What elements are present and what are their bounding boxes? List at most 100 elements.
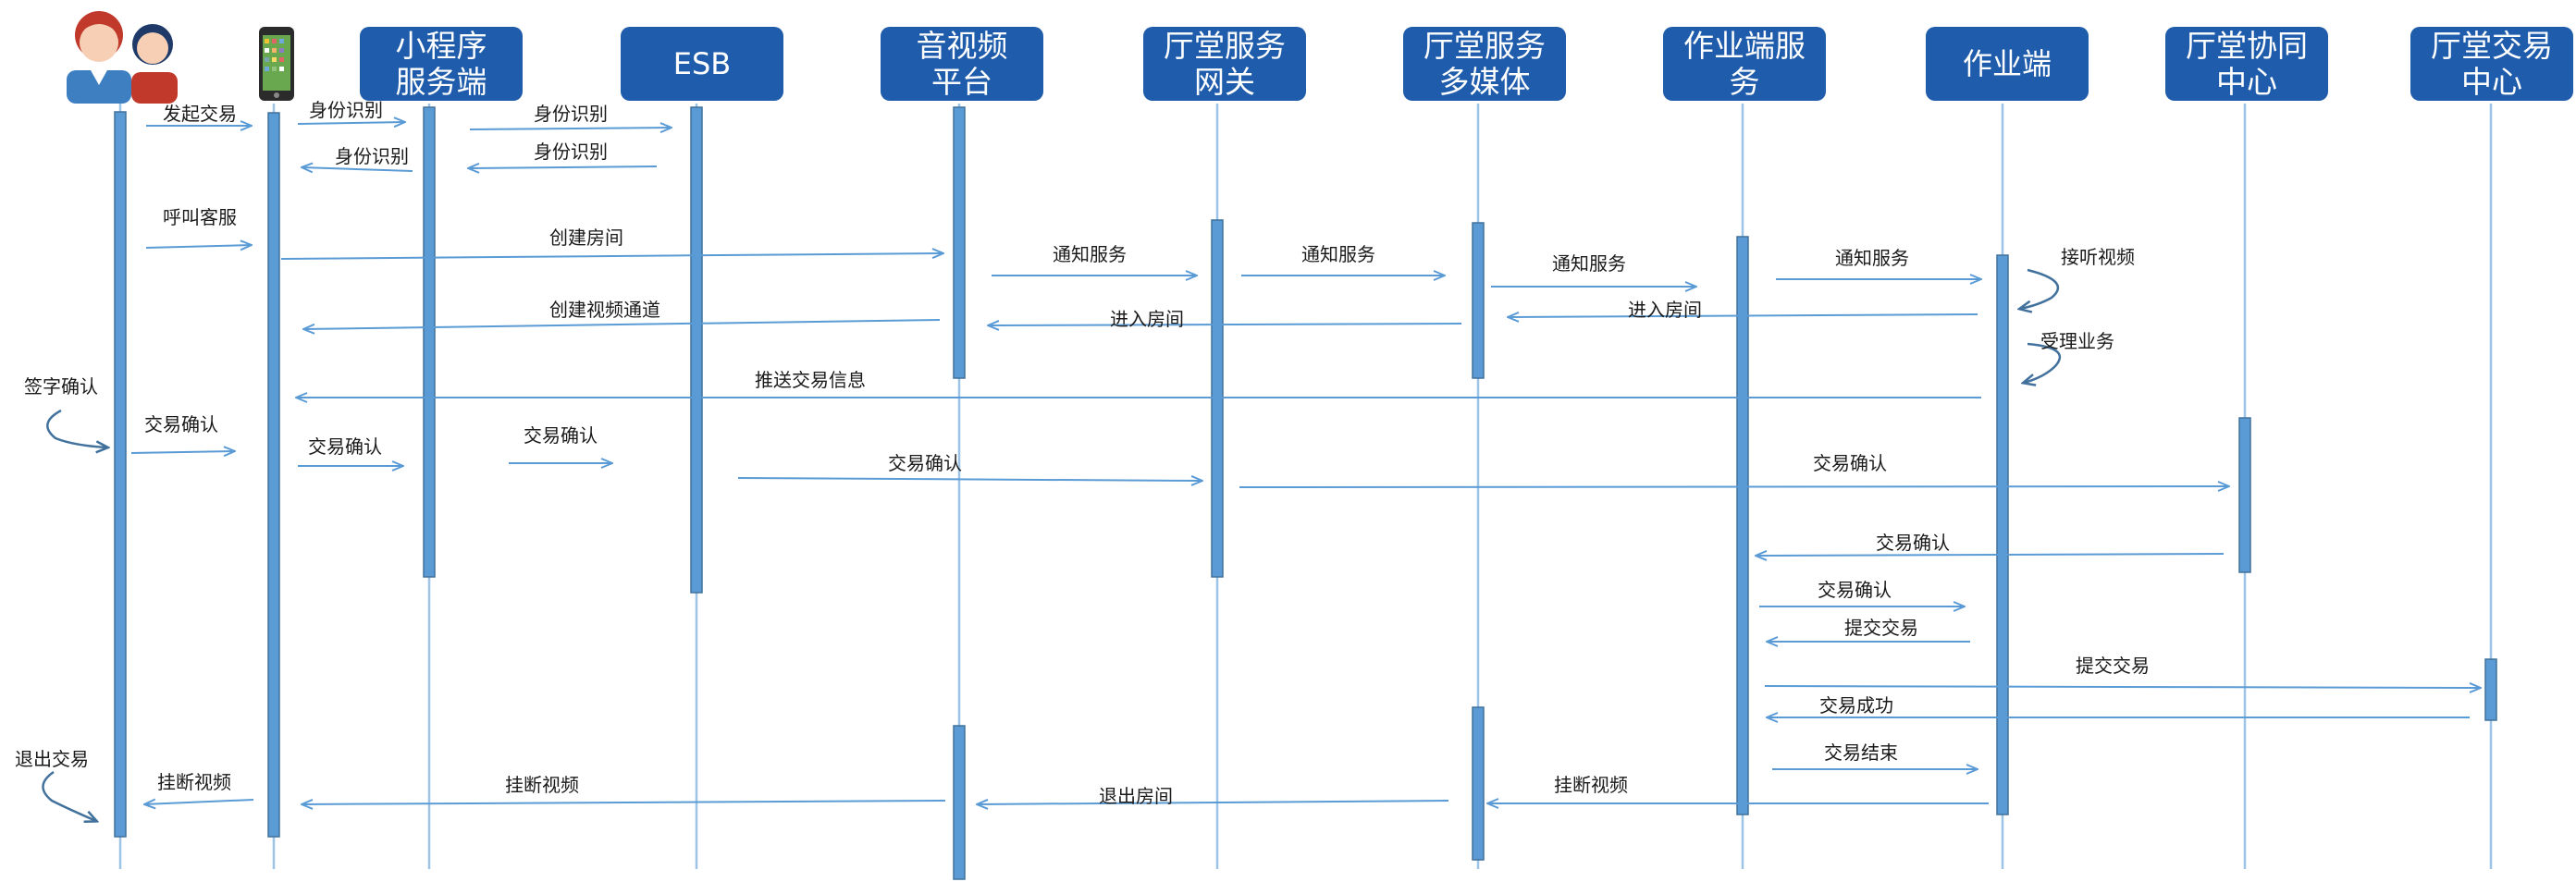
header-esb: ESB (673, 46, 731, 81)
message-label-27: 交易成功 (1819, 694, 1893, 717)
participant-esb: ESB (621, 27, 783, 101)
activation-mm-2 (1472, 706, 1485, 861)
self-message-arrow-17 (46, 409, 107, 447)
message-arrow-18 (130, 451, 235, 453)
header-trade-line2: 中心 (2461, 64, 2522, 100)
message-arrow-13 (988, 324, 1462, 325)
participant-op: 作业端 (1926, 27, 2089, 101)
header-opsvc-line2: 务 (1730, 64, 1760, 100)
participant-mm: 厅堂服务 多媒体 (1403, 27, 1566, 101)
message-label-14: 创建视频通道 (549, 299, 660, 321)
header-collab-line2: 中心 (2216, 64, 2277, 100)
message-label-33: 退出交易 (15, 748, 89, 770)
participant-trade: 厅堂交易 中心 (2410, 27, 2573, 101)
activation-miniprog (423, 106, 436, 578)
activation-collab (2238, 417, 2251, 573)
smartphone-icon (259, 27, 294, 101)
message-arrow-21 (737, 478, 1202, 481)
message-label-15: 受理业务 (2040, 330, 2114, 352)
activation-esb (690, 106, 703, 594)
message-label-7: 通知服务 (1053, 243, 1127, 265)
message-arrow-12 (1508, 314, 1978, 317)
header-mm-line1: 厅堂服务 (1424, 28, 1546, 64)
message-label-17: 签字确认 (24, 375, 98, 398)
participant-av: 音视频 平台 (881, 27, 1043, 101)
header-trade-line1: 厅堂交易 (2431, 28, 2553, 64)
message-label-26: 提交交易 (2076, 655, 2150, 677)
message-label-19: 交易确认 (308, 435, 382, 458)
message-label-20: 交易确认 (524, 424, 598, 447)
header-op: 作业端 (1963, 46, 2052, 81)
message-label-0: 发起交易 (163, 103, 237, 125)
message-arrow-26 (1764, 686, 2481, 688)
header-gw-line1: 厅堂服务 (1164, 28, 1286, 64)
messages: 发起交易身份识别身份识别身份识别身份识别呼叫客服创建房间通知服务通知服务通知服务… (15, 99, 2481, 821)
header-mm-line2: 多媒体 (1439, 64, 1531, 100)
message-label-30: 退出房间 (1099, 785, 1173, 807)
participant-user (67, 11, 178, 104)
activation-opsvc (1736, 236, 1749, 815)
message-arrow-4 (302, 167, 413, 171)
message-label-22: 交易确认 (1813, 452, 1887, 474)
message-arrow-30 (977, 801, 1449, 804)
message-label-12: 进入房间 (1628, 299, 1702, 321)
message-label-13: 进入房间 (1110, 308, 1184, 330)
message-label-10: 通知服务 (1835, 247, 1909, 269)
message-label-2: 身份识别 (534, 103, 608, 125)
self-message-arrow-33 (42, 770, 96, 821)
activation-av-2 (953, 725, 966, 880)
header-miniprog-line1: 小程序 (396, 28, 487, 64)
participant-phone (259, 27, 294, 101)
message-label-5: 呼叫客服 (163, 206, 237, 228)
message-label-16: 推送交易信息 (755, 369, 866, 391)
message-label-4: 身份识别 (335, 145, 409, 167)
activations (114, 106, 2497, 880)
message-arrow-23 (1756, 554, 2225, 556)
message-label-24: 交易确认 (1818, 579, 1892, 601)
participant-opsvc: 作业端服 务 (1663, 27, 1826, 101)
message-label-28: 交易结束 (1824, 741, 1898, 764)
message-arrow-32 (144, 800, 254, 804)
participant-miniprog: 小程序 服务端 (360, 27, 523, 101)
header-av-line1: 音视频 (917, 28, 1008, 64)
message-label-25: 提交交易 (1844, 617, 1918, 639)
header-miniprog-line2: 服务端 (396, 64, 487, 100)
message-arrow-6 (280, 253, 943, 260)
message-label-9: 通知服务 (1552, 252, 1626, 275)
message-arrow-2 (469, 128, 672, 129)
activation-mm-1 (1472, 222, 1485, 379)
activation-user (114, 111, 127, 838)
message-label-11: 接听视频 (2061, 246, 2135, 268)
message-label-1: 身份识别 (309, 99, 383, 121)
message-arrow-14 (303, 319, 941, 329)
message-label-8: 通知服务 (1301, 243, 1375, 265)
self-message-arrow-15 (2024, 342, 2062, 383)
header-av-line2: 平台 (931, 64, 992, 100)
activation-trade (2484, 658, 2497, 721)
message-label-18: 交易确认 (144, 413, 218, 435)
participant-collab: 厅堂协同 中心 (2165, 27, 2328, 101)
message-label-21: 交易确认 (888, 452, 962, 474)
message-label-3: 身份识别 (534, 141, 608, 163)
message-label-31: 挂断视频 (505, 774, 579, 796)
header-collab-line1: 厅堂协同 (2186, 28, 2308, 64)
message-arrow-3 (468, 166, 658, 168)
self-message-arrow-11 (2020, 268, 2060, 309)
message-arrow-22 (1239, 486, 2229, 487)
participant-gw: 厅堂服务 网关 (1143, 27, 1306, 101)
message-label-32: 挂断视频 (157, 771, 231, 793)
message-arrow-31 (302, 801, 946, 804)
activation-av-1 (953, 106, 966, 379)
header-gw-line2: 网关 (1194, 64, 1255, 100)
user-couple-icon (67, 11, 178, 104)
activation-op (1996, 254, 2009, 815)
message-label-29: 挂断视频 (1554, 774, 1628, 796)
message-label-23: 交易确认 (1876, 532, 1950, 554)
message-arrow-1 (297, 122, 405, 124)
message-arrow-5 (145, 245, 252, 248)
message-label-6: 创建房间 (549, 227, 623, 249)
header-opsvc-line1: 作业端服 (1683, 28, 1806, 64)
lifelines (118, 104, 2493, 878)
activation-phone (267, 112, 280, 838)
